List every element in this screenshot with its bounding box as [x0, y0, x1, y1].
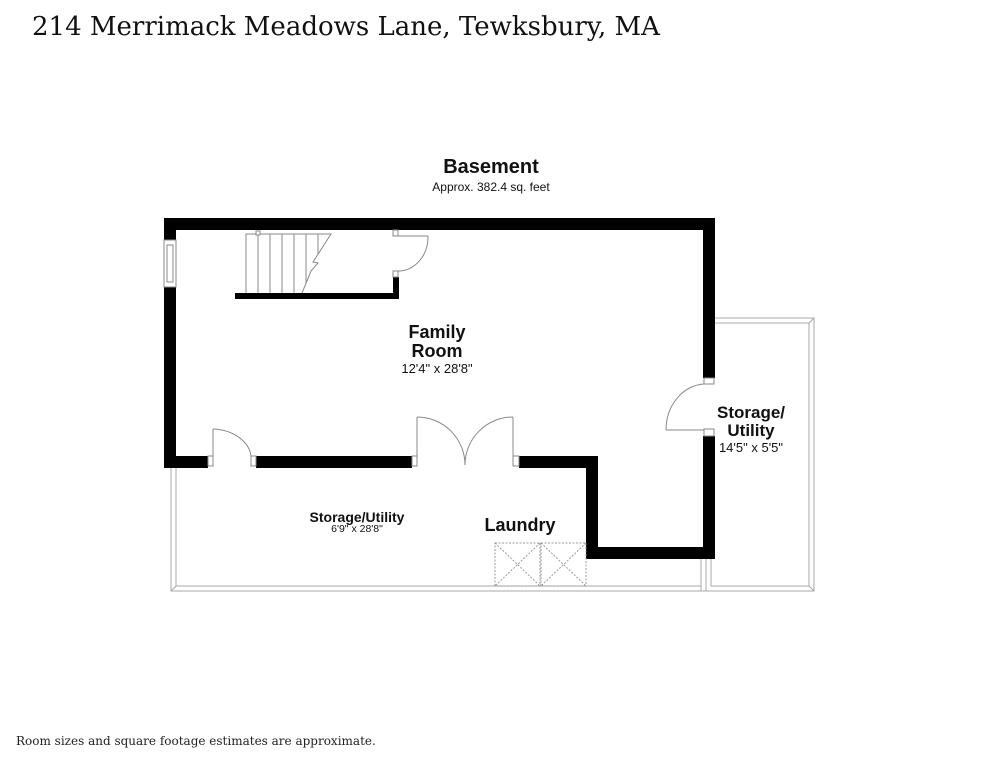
window-left [163, 239, 177, 288]
family-room-label: Family Room [367, 323, 507, 361]
storage-utility-right-label: Storage/ Utility [701, 404, 801, 440]
laundry-appliances [494, 542, 587, 587]
exterior-outline [170, 317, 815, 592]
door-right-storage [665, 377, 715, 437]
storage-utility-right-name-line1: Storage/ [716, 403, 786, 422]
staircase [245, 230, 332, 294]
disclaimer-text: Room sizes and square footage estimates … [16, 734, 376, 748]
floor-area: Approx. 382.4 sq. feet [432, 180, 550, 194]
door-left-bottom [207, 428, 257, 467]
storage-utility-bottom-dimensions: 6'9" x 28'8" [331, 523, 383, 535]
walls [164, 218, 715, 559]
storage-utility-right-dimensions: 14'5" x 5'5" [718, 440, 784, 455]
laundry-label: Laundry [484, 515, 556, 535]
storage-utility-bottom-label: Storage/Utility [309, 509, 405, 525]
property-address-title: 214 Merrimack Meadows Lane, Tewksbury, M… [32, 12, 660, 42]
storage-utility-right-name-line2: Utility [727, 421, 775, 440]
door-stair-closet [392, 229, 429, 278]
washer [494, 542, 541, 587]
family-room-dimensions: 12'4" x 28'8" [401, 361, 473, 376]
family-room-name-line2: Room [411, 341, 463, 361]
dryer [540, 542, 587, 587]
double-door-bottom [411, 416, 520, 467]
floor-name: Basement [443, 156, 539, 178]
family-room-name-line1: Family [408, 322, 466, 342]
